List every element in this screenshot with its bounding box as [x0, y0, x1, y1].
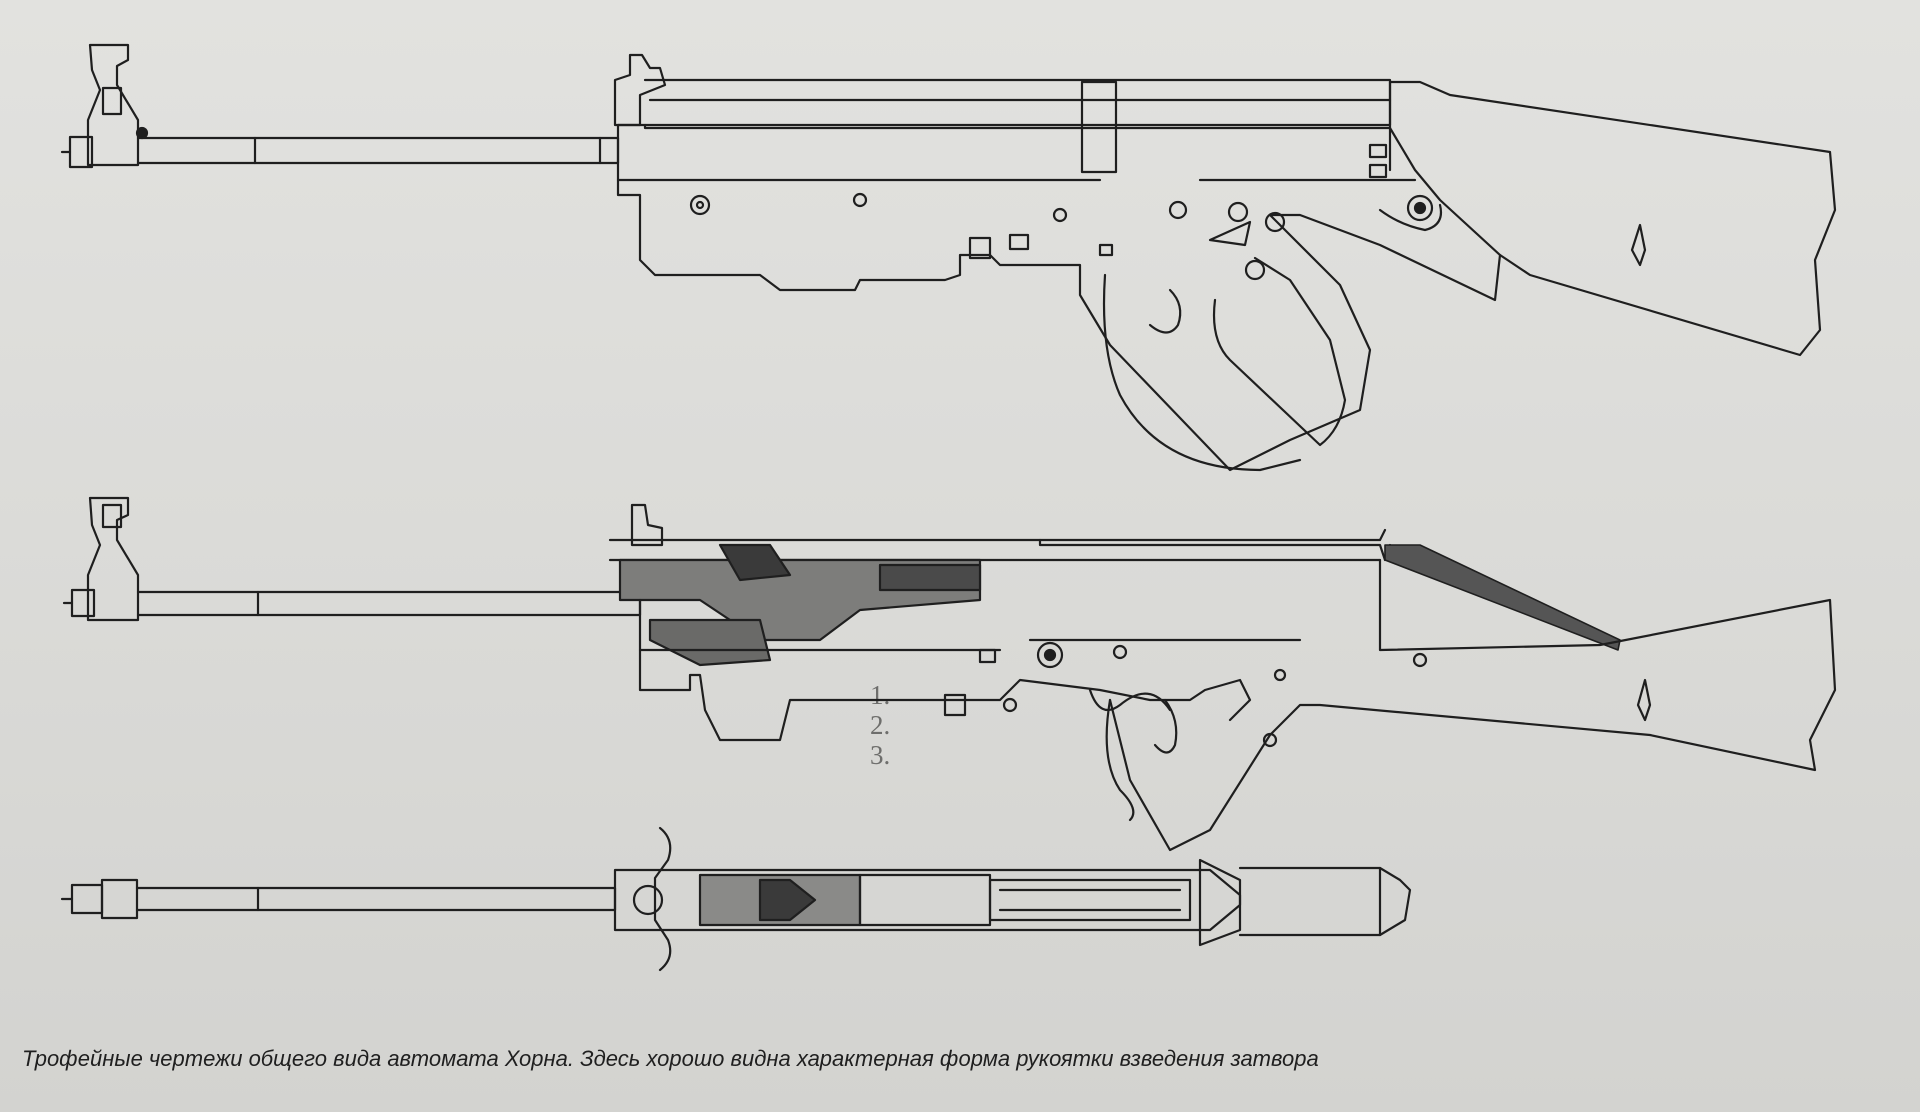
body-number: 3. — [870, 740, 891, 770]
figure-caption: Трофейные чертежи общего вида автомата Х… — [22, 1046, 1319, 1071]
body-text-left: 1. 2. 3. — [870, 680, 990, 770]
top-view-drawing — [60, 826, 1412, 972]
body-number: 1. — [870, 680, 891, 710]
side-view-drawing — [60, 43, 1837, 472]
cutaway-drawing — [62, 496, 1837, 852]
body-number: 2. — [870, 710, 891, 740]
